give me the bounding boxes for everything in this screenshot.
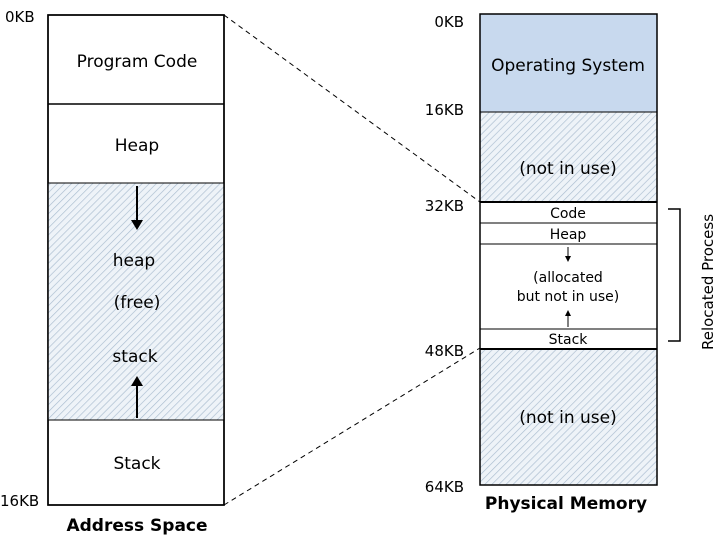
mapping-line-top — [223, 14, 481, 203]
physical-memory-caption: Physical Memory — [485, 494, 647, 514]
segment-heap: Heap — [115, 136, 159, 156]
unused-label-top: (not in use) — [519, 159, 617, 179]
allocated-label-line2: but not in use) — [517, 289, 620, 305]
allocated-label-line1: (allocated — [533, 270, 603, 286]
free-label: (free) — [114, 293, 161, 313]
relocated-process-bracket — [668, 208, 681, 342]
relocated-heap-label: Heap — [550, 227, 587, 243]
unused-label-bottom: (not in use) — [519, 408, 617, 428]
segment-stack: Stack — [113, 454, 160, 474]
address-64kb: 64KB — [425, 478, 464, 496]
unused-region-top — [480, 112, 657, 202]
address-space: Program Code Heap heap (free) stack Stac… — [0, 8, 225, 536]
relocated-process-label: Relocated Process — [699, 214, 717, 350]
physical-memory: Operating System (not in use) Code Heap … — [425, 13, 717, 514]
os-label: Operating System — [491, 56, 645, 76]
relocated-stack-label: Stack — [549, 332, 589, 348]
address-0kb: 0KB — [434, 13, 464, 31]
free-heap-label: heap — [113, 251, 155, 271]
relocated-stack-arrowhead — [565, 310, 571, 316]
unused-region-bottom — [480, 349, 657, 485]
segment-program-code: Program Code — [77, 52, 198, 72]
free-stack-label: stack — [112, 347, 157, 367]
address-space-start: 0KB — [5, 8, 35, 26]
os-region — [480, 14, 657, 112]
address-space-caption: Address Space — [66, 516, 207, 536]
relocated-heap-arrowhead — [565, 256, 571, 262]
heap-growth-arrowhead — [131, 220, 143, 230]
address-32kb: 32KB — [425, 197, 464, 215]
stack-growth-arrowhead — [131, 376, 143, 386]
relocated-code-label: Code — [550, 206, 586, 222]
address-48kb: 48KB — [425, 342, 464, 360]
address-16kb: 16KB — [425, 101, 464, 119]
physical-memory-outline — [479, 13, 658, 486]
address-space-end: 16KB — [0, 492, 39, 510]
